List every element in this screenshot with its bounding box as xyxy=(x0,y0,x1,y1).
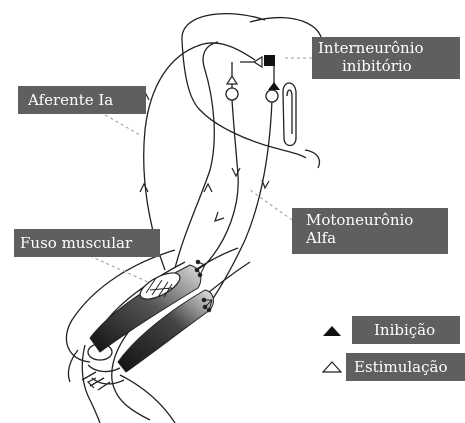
motoneuron-label: Motoneurônio Alfa xyxy=(292,208,448,254)
leader-line xyxy=(100,112,140,135)
motoneuron-axon xyxy=(212,100,272,300)
excitatory-synapse-to-interneuron xyxy=(254,57,262,67)
spinal-cord-outline xyxy=(182,14,265,40)
afferent-label: Aferente Ia xyxy=(18,86,146,114)
alpha-motoneuron-body xyxy=(226,88,238,100)
spinal-cord-outline xyxy=(305,150,319,168)
ventral-root xyxy=(283,83,296,146)
excitatory-synapse-to-motoneuron xyxy=(227,76,237,84)
motoneuron-label-line1: Motoneurônio xyxy=(306,211,448,229)
afferent-ia-fiber xyxy=(144,43,255,270)
motoneuron-label-line2: Alfa xyxy=(306,229,448,247)
leader-line xyxy=(90,256,148,282)
arrowhead xyxy=(140,184,148,192)
leg-outline xyxy=(120,375,175,423)
inhibitory-interneuron xyxy=(264,55,275,66)
antagonist-motoneuron-body xyxy=(266,90,278,102)
arrowhead xyxy=(262,180,269,188)
legend-inhibition-label: Inibição xyxy=(352,316,460,344)
legend-excitation-text: Estimulação xyxy=(354,358,465,376)
interneuron-label-line2: inibitório xyxy=(318,57,460,75)
legend-excitation-symbol xyxy=(323,362,341,372)
inhibitory-synapse xyxy=(268,82,280,90)
afferent-ia-fiber xyxy=(175,42,218,268)
afferent-label-text: Aferente Ia xyxy=(28,91,146,109)
arrowhead xyxy=(232,168,240,176)
legend-excitation-label: Estimulação xyxy=(346,353,465,381)
interneuron-label-line1: Interneurônio xyxy=(318,39,460,57)
knee-joint xyxy=(88,365,120,372)
leader-line xyxy=(250,190,292,220)
motoneuron-axon xyxy=(205,100,238,265)
spindle-label-text: Fuso muscular xyxy=(20,234,160,252)
spindle-label: Fuso muscular xyxy=(14,229,160,257)
interneuron-label: Interneurônio inibitório xyxy=(312,37,460,79)
arrowhead xyxy=(215,212,224,221)
ventral-root xyxy=(287,90,292,134)
legend-inhibition-symbol xyxy=(323,326,341,336)
legend-inhibition-text: Inibição xyxy=(374,321,460,339)
